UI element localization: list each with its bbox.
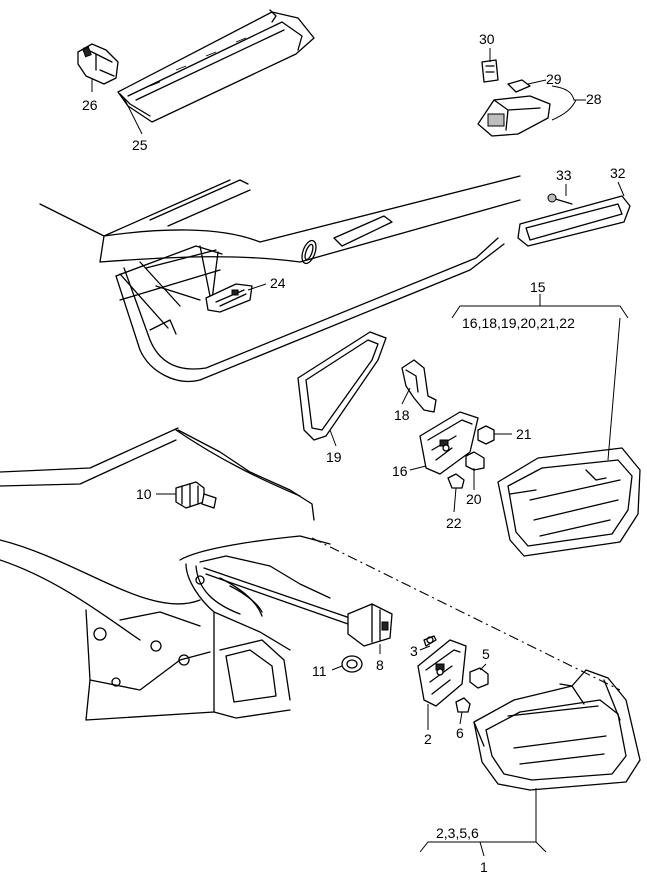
part-16-bulb-carrier — [419, 411, 495, 489]
callout-32: 32 — [610, 165, 626, 181]
callout-11: 11 — [312, 663, 327, 679]
callout-25: 25 — [132, 137, 148, 153]
callout-18: 18 — [394, 407, 410, 423]
callout-33: 33 — [556, 167, 572, 183]
part-25-brake-light — [117, 9, 315, 123]
part-15-inner-taillight — [497, 447, 641, 557]
callout-5: 5 — [482, 646, 490, 662]
part-19-seal — [297, 331, 387, 441]
part-10-sensor — [175, 481, 217, 509]
alignment-line — [311, 537, 621, 691]
part-11-grommet — [341, 655, 363, 673]
callout-16: 16 — [392, 463, 408, 479]
callout-labels: 30 29 28 26 25 33 32 24 15 16,18,19,20,2… — [82, 31, 626, 875]
part-32-reflector — [517, 193, 631, 247]
callout-6: 6 — [456, 725, 464, 741]
callout-22: 22 — [446, 515, 462, 531]
leader-lines — [91, 48, 629, 857]
part-2-bulb-carrier — [417, 635, 489, 713]
part-18-housing — [401, 359, 437, 413]
trunk-lid — [39, 175, 521, 382]
part-8-connector — [203, 567, 393, 647]
group-15-members: 16,18,19,20,21,22 — [462, 315, 575, 331]
callout-1: 1 — [480, 859, 488, 875]
callout-28: 28 — [586, 91, 602, 107]
callout-19: 19 — [326, 449, 342, 465]
callout-10: 10 — [136, 486, 152, 502]
callout-29: 29 — [546, 71, 562, 87]
callout-20: 20 — [466, 491, 482, 507]
part-28-license-lamp — [477, 59, 551, 137]
callout-3: 3 — [410, 643, 418, 659]
group-1-members: 2,3,5,6 — [436, 825, 479, 841]
callout-30: 30 — [479, 31, 495, 47]
part-1-outer-taillight — [473, 669, 641, 791]
part-26-clip — [77, 43, 119, 85]
callout-2: 2 — [424, 731, 432, 747]
body-panel — [0, 427, 331, 721]
part-24-lock — [205, 283, 253, 313]
callout-8: 8 — [376, 657, 384, 673]
callout-15: 15 — [530, 279, 546, 295]
callout-26: 26 — [82, 97, 98, 113]
callout-21: 21 — [516, 426, 532, 442]
callout-24: 24 — [270, 275, 286, 291]
